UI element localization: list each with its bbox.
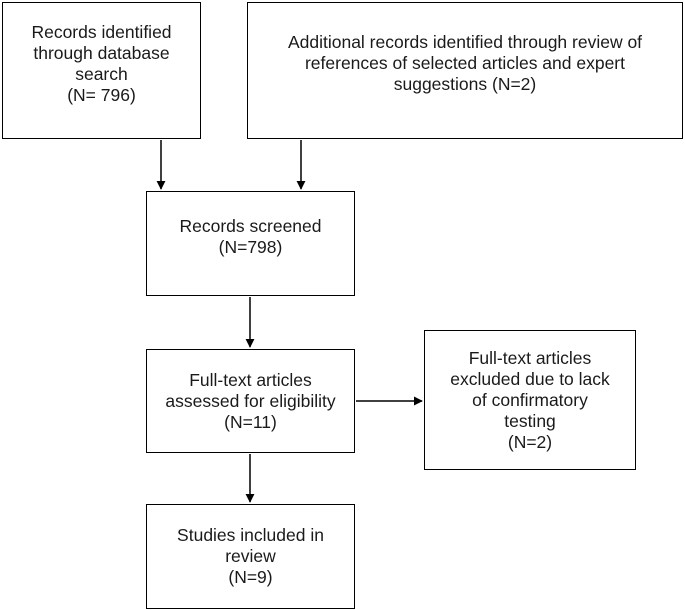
fulltext-excluded-box: Full-text articles excluded due to lack … <box>424 330 636 470</box>
records-screened-box: Records screened (N=798) <box>146 191 355 296</box>
additional-records-text: Additional records identified through re… <box>287 32 643 94</box>
studies-included-box: Studies included in review (N=9) <box>146 504 355 609</box>
fulltext-excluded-text: Full-text articles excluded due to lack … <box>450 347 610 452</box>
records-screened-text: Records screened (N=798) <box>179 215 322 257</box>
additional-records-box: Additional records identified through re… <box>247 2 683 139</box>
fulltext-assessed-text: Full-text articles assessed for eligibil… <box>165 369 336 432</box>
fulltext-assessed-box: Full-text articles assessed for eligibil… <box>146 349 355 453</box>
records-identified-database-text: Records identified through database sear… <box>31 21 172 105</box>
records-identified-database-box: Records identified through database sear… <box>2 2 201 139</box>
studies-included-text: Studies included in review (N=9) <box>177 525 324 587</box>
